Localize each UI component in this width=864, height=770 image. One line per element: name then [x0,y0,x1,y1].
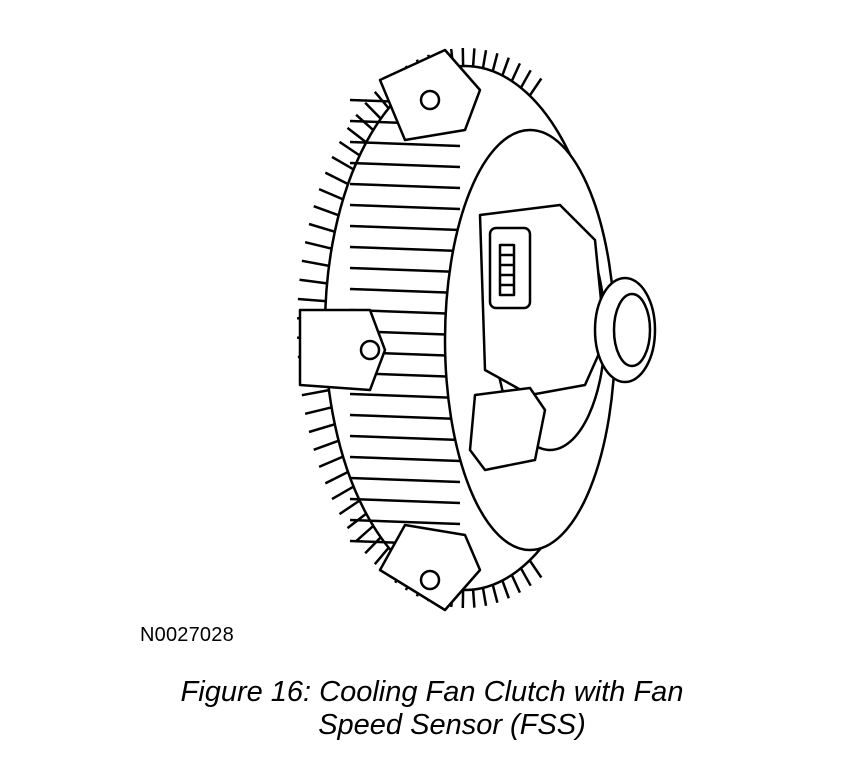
fin [301,259,333,268]
body-ridge [349,266,461,274]
body-ridge [349,392,461,400]
fin [313,438,342,451]
fin [304,240,335,251]
body-ridge [349,245,461,253]
fin [324,469,352,485]
fin [297,297,329,303]
body-ridge [349,287,461,295]
fin [308,422,338,434]
caption-line-2: Speed Sensor (FSS) [318,709,586,741]
body-ridge [349,518,461,526]
body-ridge [349,224,461,232]
body-ridge [349,140,461,148]
bottom-mounting-tab [378,523,482,612]
fin [299,278,330,286]
top-mount-hole [419,89,441,111]
bottom-mount-hole [419,569,441,591]
caption-line-1: Figure 16: Cooling Fan Clutch with Fan [180,676,684,708]
fin [331,483,358,501]
body-ridge [349,182,461,190]
speed-sensor-module [468,386,547,472]
body-ridge [349,476,461,484]
fin [313,205,342,218]
body-ridge [349,455,461,463]
body-ridge [349,413,461,421]
fin [301,388,333,397]
fin [308,222,338,234]
left-mount-hole [359,339,381,361]
body-ridge [349,434,461,442]
fin [324,171,352,187]
body-ridge [349,203,461,211]
figure-reference-id: N0027028 [140,624,234,646]
fan-clutch-illustration [297,47,657,612]
fin [304,405,335,416]
body-ridge [349,497,461,505]
fin [331,155,358,173]
hub-shaft-inner [612,292,652,368]
fin [318,187,347,202]
fin [318,454,347,469]
connector-pins [498,243,516,297]
figure-caption: Figure 16: Cooling Fan Clutch with Fan S… [0,676,864,742]
body-ridge [349,161,461,169]
left-mounting-tab [298,308,387,392]
